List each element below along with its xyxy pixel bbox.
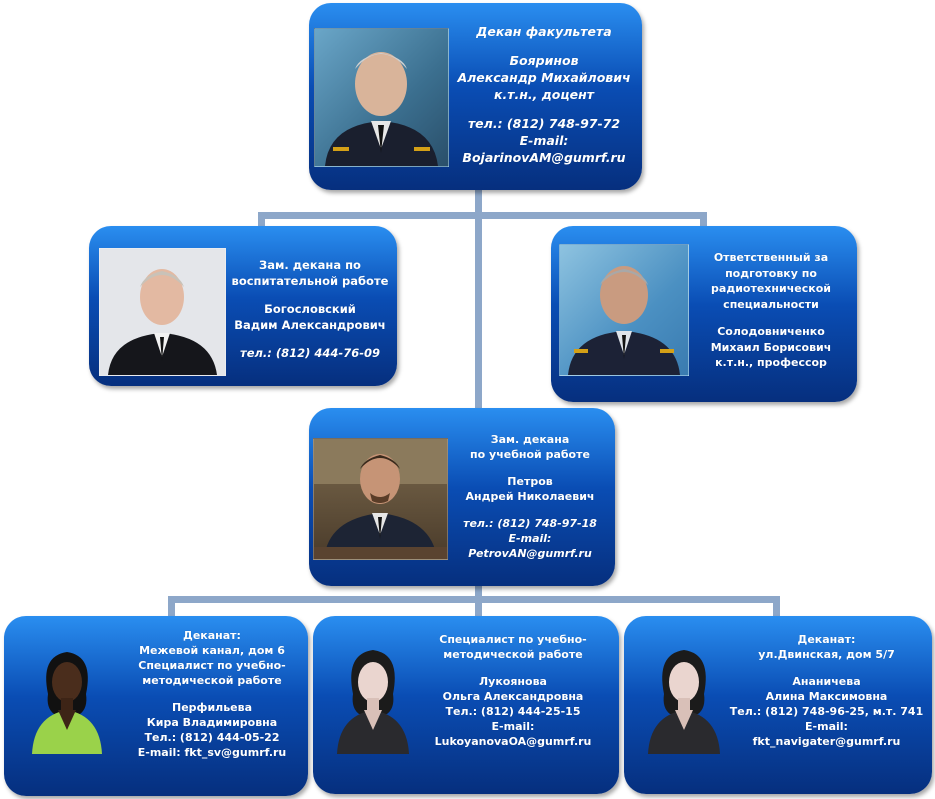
office2-line-1: Специалист по учебно- — [439, 633, 587, 646]
office1-line-2: Межевой канал, дом 6 — [139, 644, 285, 657]
connector-office1-drop — [168, 596, 175, 618]
office1-name: Кира Владимировна — [146, 716, 278, 729]
office2-line-2: методической работе — [443, 648, 583, 661]
connector-office-bar — [168, 596, 780, 603]
office3-card: Деканат: ул.Двинская, дом 5/7 Ананичева … — [624, 616, 932, 794]
office3-avatar-icon — [646, 644, 722, 754]
deputy-study-phone: тел.: (812) 748-97-18 — [463, 517, 597, 530]
office1-card: Деканат: Межевой канал, дом 6 Специалист… — [4, 616, 308, 796]
office1-text: Деканат: Межевой канал, дом 6 Специалист… — [120, 628, 304, 760]
connector-right-drop — [700, 212, 707, 228]
dean-text: Декан факультета Бояринов Александр Миха… — [449, 23, 639, 166]
connector-office3-drop — [773, 596, 780, 618]
dean-photo — [314, 28, 449, 167]
office2-email[interactable]: LukoyanovaOA@gumrf.ru — [434, 735, 592, 748]
deputy-study-title-2: по учебной работе — [470, 448, 590, 461]
deputy-study-surname: Петров — [507, 475, 553, 488]
office2-avatar-icon — [335, 644, 411, 754]
deputy-edu-photo — [99, 248, 226, 376]
dean-title: Декан факультета — [476, 24, 612, 39]
office3-text: Деканат: ул.Двинская, дом 5/7 Ананичева … — [724, 632, 929, 749]
deputy-study-email[interactable]: PetrovAN@gumrf.ru — [468, 547, 592, 560]
deputy-study-title-1: Зам. декана — [490, 433, 570, 446]
responsible-surname: Солодовниченко — [717, 325, 825, 338]
deputy-study-name: Андрей Николаевич — [465, 490, 595, 503]
dean-phone: тел.: (812) 748-97-72 — [467, 116, 621, 131]
dean-card: Декан факультета Бояринов Александр Миха… — [309, 3, 642, 190]
deputy-study-photo — [313, 438, 448, 560]
office2-phone: Тел.: (812) 444-25-15 — [445, 705, 581, 718]
office3-name: Алина Максимовна — [765, 690, 888, 703]
deputy-study-text: Зам. декана по учебной работе Петров Анд… — [449, 432, 611, 561]
office2-card: Специалист по учебно- методической работ… — [313, 616, 619, 794]
office1-line-4: методической работе — [142, 674, 282, 687]
office2-surname: Лукоянова — [479, 675, 547, 688]
responsible-title-3: радиотехнической — [711, 282, 831, 295]
responsible-title-1: Ответственный за — [713, 251, 829, 264]
office3-line-2: ул.Двинская, дом 5/7 — [758, 648, 895, 661]
dean-degree: к.т.н., доцент — [493, 87, 595, 102]
office1-avatar-icon — [30, 646, 104, 754]
office3-email[interactable]: fkt_navigater@gumrf.ru — [752, 735, 901, 748]
deputy-study-card: Зам. декана по учебной работе Петров Анд… — [309, 408, 615, 586]
office1-surname: Перфильева — [171, 701, 253, 714]
office2-text: Специалист по учебно- методической работ… — [413, 632, 613, 749]
dean-name: Александр Михайлович — [457, 70, 631, 85]
deputy-edu-text: Зам. декана по воспитательной работе Бог… — [226, 257, 394, 361]
deputy-edu-phone: тел.: (812) 444-76-09 — [240, 346, 380, 360]
office2-name: Ольга Александровна — [442, 690, 584, 703]
office3-surname: Ананичева — [792, 675, 861, 688]
deputy-edu-card: Зам. декана по воспитательной работе Бог… — [89, 226, 397, 386]
responsible-degree: к.т.н., профессор — [715, 356, 827, 369]
dean-email[interactable]: BojarinovAM@gumrf.ru — [462, 150, 626, 165]
office1-phone: Тел.: (812) 444-05-22 — [144, 731, 280, 744]
deputy-edu-title-2: воспитательной работе — [231, 274, 389, 288]
deputy-study-email-label: E-mail: — [508, 532, 552, 545]
office3-line-1: Деканат: — [797, 633, 856, 646]
office1-line-3: Специалист по учебно- — [138, 659, 286, 672]
connector-deputies-bar — [258, 212, 707, 219]
deputy-edu-name: Вадим Александрович — [234, 318, 386, 332]
office3-phone: Тел.: (812) 748-96-25, м.т. 741 — [729, 705, 924, 718]
office1-line-1: Деканат: — [183, 629, 241, 642]
responsible-title-2: подготовку по — [725, 266, 817, 280]
office3-email-label: E-mail: — [805, 720, 848, 733]
responsible-text: Ответственный за подготовку по радиотехн… — [688, 250, 854, 371]
deputy-edu-title-1: Зам. декана по — [259, 258, 361, 272]
deputy-edu-surname: Богословский — [264, 302, 356, 316]
responsible-name: Михаил Борисович — [710, 340, 832, 354]
responsible-title-4: специальности — [723, 297, 819, 311]
connector-dean-trunk — [475, 188, 482, 410]
responsible-photo — [559, 244, 689, 376]
office2-email-label: E-mail: — [491, 720, 535, 733]
office1-email[interactable]: E-mail: fkt_sv@gumrf.ru — [137, 746, 287, 759]
dean-surname: Бояринов — [509, 53, 579, 68]
connector-left-drop — [258, 212, 265, 228]
dean-email-label: E-mail: — [519, 133, 569, 148]
responsible-card: Ответственный за подготовку по радиотехн… — [551, 226, 857, 402]
